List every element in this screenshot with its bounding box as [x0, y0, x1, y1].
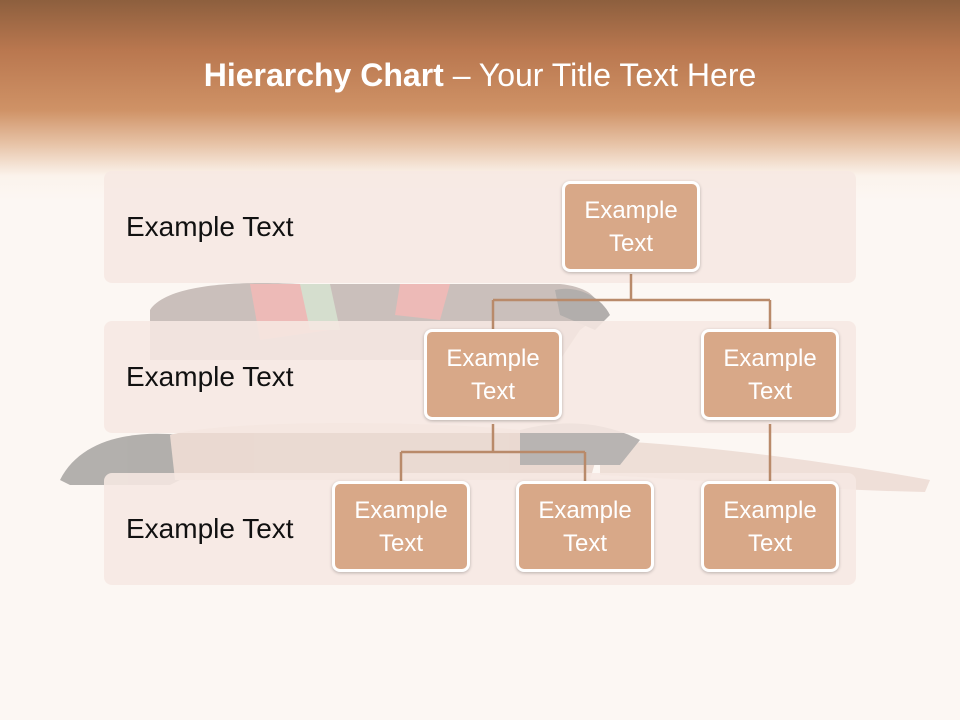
title-bold: Hierarchy Chart [203, 57, 444, 93]
node-level3-b-label: Example Text [538, 496, 632, 557]
level-band-1: Example Text [104, 171, 856, 283]
node-level3-a[interactable]: Example Text [332, 481, 470, 572]
node-level2-right[interactable]: Example Text [701, 329, 839, 420]
title-rest: – Your Title Text Here [443, 57, 757, 93]
level-label-1: Example Text [126, 211, 294, 242]
node-level3-c-label: Example Text [723, 496, 817, 557]
node-level2-left-label: Example Text [446, 344, 540, 405]
node-root[interactable]: Example Text [562, 181, 700, 272]
level-label-3: Example Text [126, 513, 294, 544]
node-level2-right-label: Example Text [723, 344, 817, 405]
node-level3-c[interactable]: Example Text [701, 481, 839, 572]
node-level3-b[interactable]: Example Text [516, 481, 654, 572]
level-label-2: Example Text [126, 361, 294, 392]
node-level3-a-label: Example Text [354, 496, 448, 557]
slide-title: Hierarchy Chart – Your Title Text Here [0, 50, 960, 100]
header-banner [0, 0, 960, 200]
node-level2-left[interactable]: Example Text [424, 329, 562, 420]
node-root-label: Example Text [584, 196, 678, 257]
